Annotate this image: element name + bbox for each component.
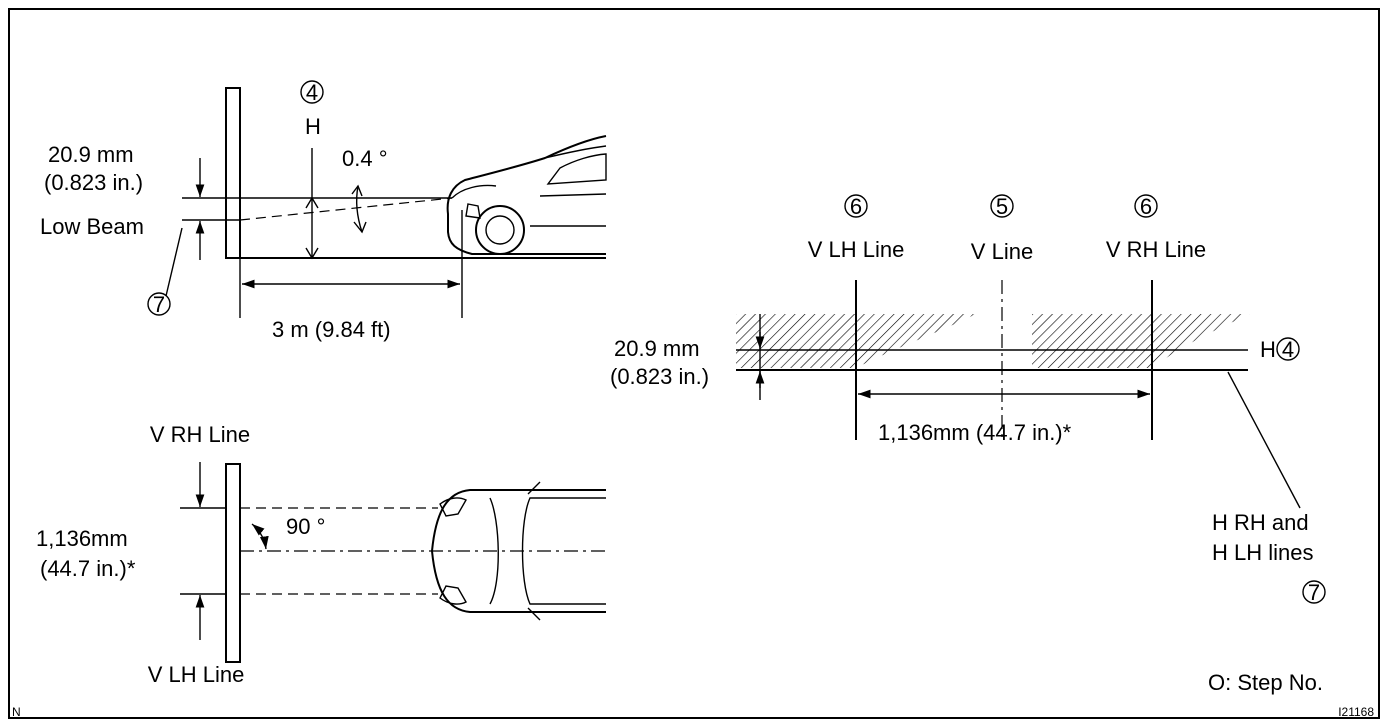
v-rh-line-label: V RH Line <box>150 422 250 447</box>
screen-height-mm-label: 20.9 mm <box>614 336 700 361</box>
step-circle-4 <box>300 80 324 104</box>
diagram-frame <box>8 8 1380 719</box>
right-beam-pattern <box>1032 314 1250 368</box>
screen-height-in-label: (0.823 in.) <box>610 364 709 389</box>
screen-width-label: 1,136mm (44.7 in.)* <box>878 420 1072 445</box>
step-number-7-screen: 7 <box>1308 580 1320 605</box>
step-circle-6-left <box>844 194 868 218</box>
width-mm-label: 1,136mm <box>36 526 128 551</box>
width-in-label: (44.7 in.)* <box>40 556 136 581</box>
step-number-4: 4 <box>306 80 318 105</box>
height-mm-label: 20.9 mm <box>48 142 134 167</box>
corner-mark-left: N <box>12 705 21 719</box>
h-lines-label-1: H RH and <box>1212 510 1309 535</box>
step-number-7: 7 <box>153 292 165 317</box>
car-top-icon <box>430 481 606 621</box>
top-view: V RH Line 1,136mm (44.7 in.)* 90 ° V LH … <box>36 422 606 687</box>
right-angle-label: 90 ° <box>286 514 325 539</box>
v-rh-line-label-screen: V RH Line <box>1106 237 1206 262</box>
screen-view: 6 V LH Line 5 V Line 6 V RH Line 20.9 mm… <box>610 194 1326 605</box>
step-number-4-screen: 4 <box>1282 337 1294 362</box>
figure-id: I21168 <box>1338 705 1374 719</box>
screen-side <box>225 87 241 259</box>
right-angle-arc <box>251 523 269 550</box>
v-lh-line-label: V LH Line <box>148 662 245 687</box>
h-lines-label-2: H LH lines <box>1212 540 1313 565</box>
step-circle-4-screen <box>1276 337 1300 361</box>
step-legend: O: Step No. <box>1208 670 1323 695</box>
angle-arrowheads <box>351 184 367 234</box>
angle-label: 0.4 ° <box>342 146 388 171</box>
beam-slope <box>239 197 453 221</box>
screen-h-label: H <box>1260 337 1276 362</box>
h-height-arrowheads <box>305 196 319 260</box>
step-circle-6-right <box>1134 194 1158 218</box>
step-circle-7 <box>147 292 171 316</box>
angle-arc <box>355 185 363 233</box>
leader-h-lines <box>1227 371 1301 509</box>
height-in-label: (0.823 in.) <box>44 170 143 195</box>
leader-step-7 <box>165 227 183 297</box>
step-circle-7-screen <box>1302 580 1326 604</box>
step-circle-5 <box>990 194 1014 218</box>
car-side-icon <box>446 135 607 255</box>
h-label: H <box>305 114 321 139</box>
distance-label: 3 m (9.84 ft) <box>272 317 391 342</box>
screen-top <box>225 463 241 663</box>
low-beam-label: Low Beam <box>40 214 144 239</box>
v-line-label: V Line <box>971 239 1033 264</box>
step-number-6-left: 6 <box>850 194 862 219</box>
step-number-5: 5 <box>996 194 1008 219</box>
side-view: 4 H 20.9 mm (0.823 in.) 0.4 ° Low Beam 7… <box>40 80 607 342</box>
step-number-6-right: 6 <box>1140 194 1152 219</box>
v-lh-line-label-screen: V LH Line <box>808 237 905 262</box>
